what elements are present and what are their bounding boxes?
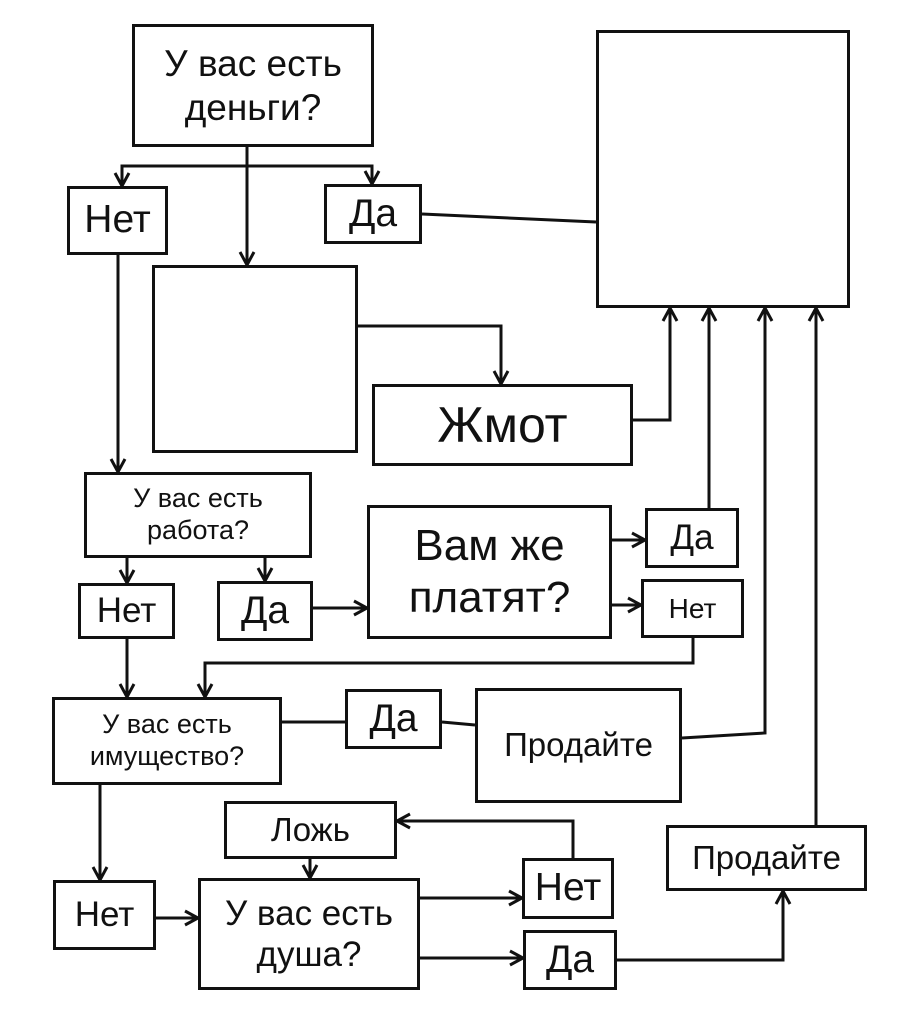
answer-paid-yes: Да [645,508,739,568]
answer-property-no: Нет [53,880,156,950]
edge-yes-to-sell-soul [617,891,785,962]
question-money: У вас есть деньги? [132,24,374,147]
blank-image-box-middle [152,265,358,453]
question-paid: Вам же платят? [367,505,612,639]
edge-sell-up [681,308,767,740]
result-sell-soul: Продайте [666,825,867,891]
edge-yes-to-sell-soul-arrowhead [774,887,792,905]
result-zhmot: Жмот [372,384,633,466]
edge-sell-soul-up-arrowhead [807,304,825,322]
edge-yes-to-right-box [421,212,597,224]
edge-sell-up-arrowhead [756,304,774,322]
answer-property-yes: Да [345,689,442,749]
edge-middle-to-zhmot [358,324,503,384]
question-job: У вас есть работа? [84,472,312,558]
result-sell-property: Продайте [475,688,682,803]
edge-paid-yes-up-arrowhead [700,304,718,322]
edge-no-to-lie [397,819,575,858]
answer-soul-no: Нет [522,858,614,919]
answer-money-yes: Да [324,184,422,244]
answer-job-yes: Да [217,581,313,641]
question-property: У вас есть имущество? [52,697,282,785]
edge-zhmot-up [633,308,672,422]
answer-money-no: Нет [67,186,168,255]
edge-paid-no-to-property [203,638,695,697]
node-lie: Ложь [224,801,397,859]
blank-image-box-right [596,30,850,308]
edge-no-to-lie-arrowhead [393,812,411,830]
question-soul: У вас есть душа? [198,878,420,990]
edge-yes-to-sell [441,720,476,727]
edge-zhmot-up-arrowhead [661,304,679,322]
answer-soul-yes: Да [523,930,617,990]
answer-paid-no: Нет [641,579,744,638]
answer-job-no: Нет [78,583,175,639]
